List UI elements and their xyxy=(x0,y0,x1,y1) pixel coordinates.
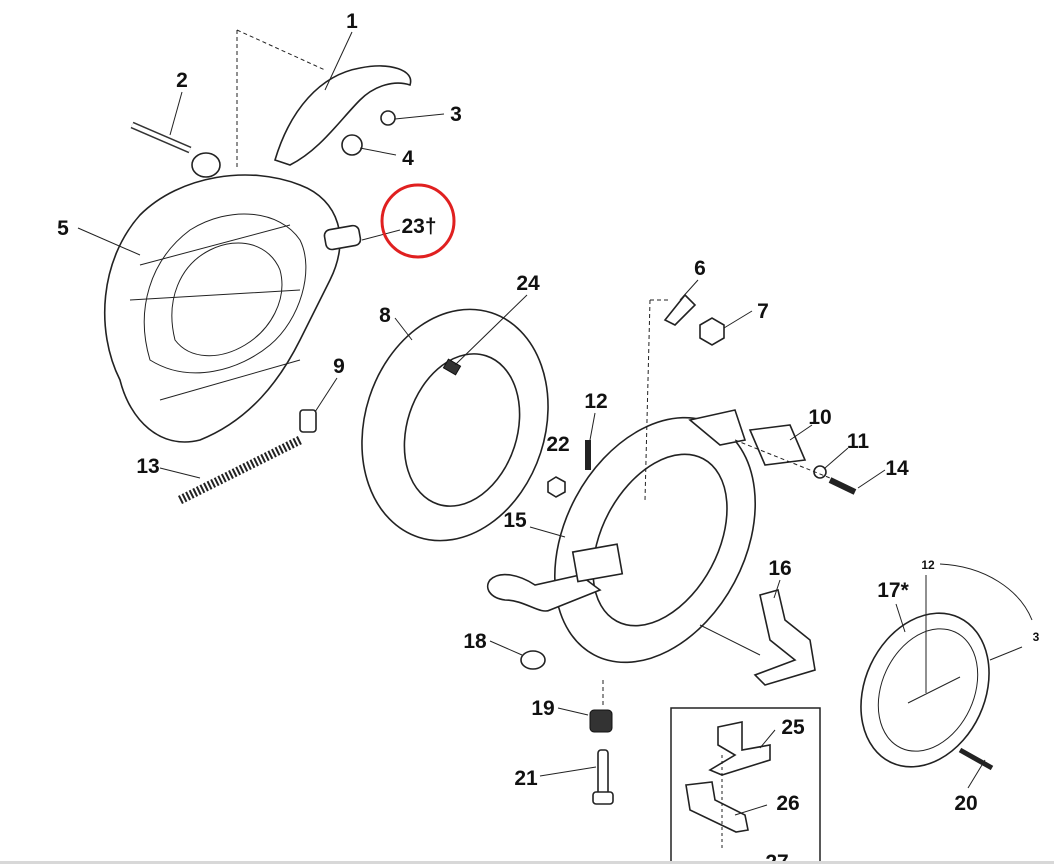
part-18-knob xyxy=(520,650,546,670)
label-10: 10 xyxy=(808,406,831,429)
part-17-dial xyxy=(860,563,1033,771)
part-14-screw xyxy=(828,477,857,495)
dial-label-12: 12 xyxy=(921,558,935,572)
part-16-bracket xyxy=(753,589,816,686)
leader-lines xyxy=(77,31,986,816)
label-3: 3 xyxy=(450,103,462,126)
label-8: 8 xyxy=(379,304,391,327)
part-13-rod xyxy=(177,435,303,505)
label-24: 24 xyxy=(516,272,540,295)
label-18: 18 xyxy=(463,630,487,653)
label-12: 12 xyxy=(584,390,607,413)
part-15-carriage xyxy=(486,409,756,664)
part-labels: 1 2 3 4 5 23† 24 8 6 7 9 12 10 11 22 13 … xyxy=(57,10,1040,864)
label-16: 16 xyxy=(768,557,791,580)
label-1: 1 xyxy=(346,10,358,33)
part-8-ring xyxy=(361,308,549,542)
label-25: 25 xyxy=(781,716,805,739)
part-2-pin xyxy=(130,121,192,154)
label-7: 7 xyxy=(757,300,769,323)
label-11: 11 xyxy=(847,430,870,453)
part-3-nut xyxy=(380,110,396,126)
bottom-border xyxy=(0,861,1054,864)
highlight-circle xyxy=(380,183,456,259)
part-22-nut xyxy=(547,476,566,498)
part-1-cover xyxy=(274,65,412,166)
part-5-housing xyxy=(103,152,362,443)
label-9: 9 xyxy=(333,355,345,378)
label-27: 27 xyxy=(765,851,788,864)
label-22: 22 xyxy=(546,433,569,456)
inset-box xyxy=(670,707,821,864)
part-19-spring xyxy=(589,709,613,733)
dial-label-3: 3 xyxy=(1033,630,1040,644)
label-19: 19 xyxy=(531,697,554,720)
label-5: 5 xyxy=(57,217,69,240)
part-9-fitting xyxy=(299,409,317,433)
label-15: 15 xyxy=(503,509,527,532)
label-13: 13 xyxy=(136,455,159,478)
label-6: 6 xyxy=(694,257,706,280)
label-20: 20 xyxy=(954,792,977,815)
part-4-spring xyxy=(341,134,363,156)
label-2: 2 xyxy=(176,69,188,92)
part-6-bracket xyxy=(663,293,697,326)
label-26: 26 xyxy=(776,792,799,815)
part-21-pin xyxy=(597,749,609,796)
part-7-nut xyxy=(699,317,725,346)
label-17: 17* xyxy=(877,579,909,602)
part-10-clip xyxy=(748,424,807,466)
part-20-screw xyxy=(958,747,994,771)
label-4: 4 xyxy=(402,147,414,170)
label-14: 14 xyxy=(885,457,909,480)
label-23: 23† xyxy=(401,215,436,238)
label-21: 21 xyxy=(514,767,538,790)
